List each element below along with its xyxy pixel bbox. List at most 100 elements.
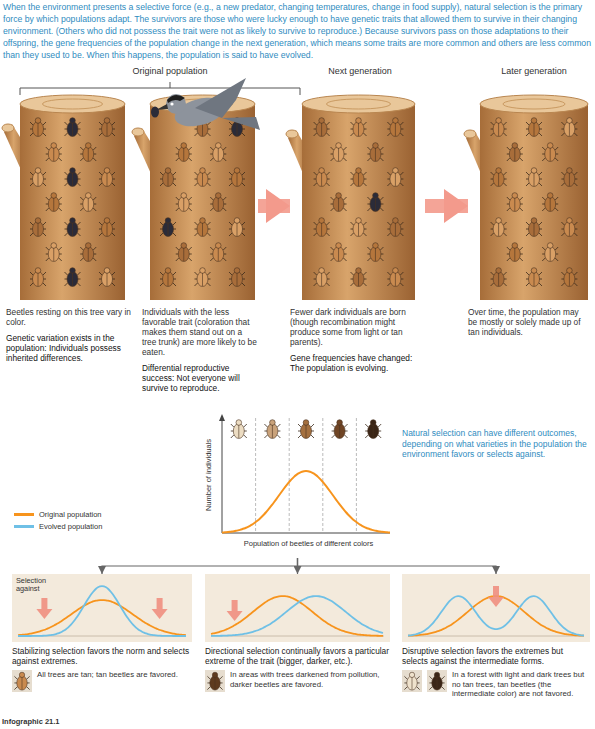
beetle-head	[35, 268, 41, 274]
beetle-wing-split	[237, 123, 238, 136]
beetle-legs	[231, 424, 247, 438]
beetle-wing-split	[358, 223, 359, 236]
beetle	[229, 268, 245, 287]
beetle-legs	[387, 272, 403, 286]
beetle-legs	[387, 122, 403, 136]
key-concept: Gene frequencies have changed: The popul…	[290, 354, 425, 374]
beetle-legs	[176, 147, 192, 161]
beetle	[99, 268, 115, 287]
beetle-body	[333, 147, 344, 162]
bird-eye	[170, 102, 173, 105]
beetle-legs	[526, 272, 542, 286]
trunk	[480, 104, 588, 300]
beetle-wing-split	[202, 223, 203, 236]
branch-cut	[132, 128, 144, 136]
intro-paragraph: When the environment presents a selectiv…	[3, 1, 592, 61]
caption: Over time, the population may be mostly …	[468, 308, 590, 338]
beetle-wing-split	[306, 425, 307, 438]
beetle	[351, 118, 367, 137]
beetle-head	[212, 672, 217, 677]
beetle-head	[70, 168, 76, 174]
eaten-beetle	[151, 107, 159, 118]
axis-arrow	[219, 414, 225, 421]
beetle-wing-split	[569, 273, 570, 286]
evolved-curve	[211, 596, 383, 636]
beetle-body	[232, 172, 243, 187]
beetle-body	[316, 172, 327, 187]
beetle-body	[102, 122, 113, 137]
beetle	[80, 193, 96, 212]
beetle	[387, 118, 403, 137]
beetle-body	[316, 122, 327, 137]
beetle-legs	[160, 172, 176, 186]
beetle-wing-split	[395, 123, 396, 136]
beetle-head	[70, 118, 76, 124]
beetle	[351, 218, 367, 237]
beetle-legs	[99, 222, 115, 236]
beetle-body	[545, 147, 556, 162]
beetle-head	[70, 218, 76, 224]
beetle-legs	[429, 677, 444, 690]
beetle-head	[181, 193, 187, 199]
beetle-head	[567, 168, 573, 174]
trunk	[20, 104, 125, 300]
beetle-legs	[542, 247, 558, 261]
bracket	[20, 82, 300, 95]
beetle-head	[303, 420, 309, 426]
beetle	[367, 143, 383, 162]
beetle-wing-split	[237, 273, 238, 286]
evolved-curve	[18, 586, 186, 636]
beetle-body	[33, 222, 44, 237]
beetle	[46, 193, 62, 212]
beetle-head	[51, 193, 57, 199]
outcome-arrow	[102, 558, 298, 574]
beetle-body	[564, 222, 575, 237]
example-text: In areas with trees darkened from pollut…	[230, 670, 390, 689]
beetle-legs	[30, 122, 46, 136]
beetle-body	[232, 222, 243, 237]
tree-panel: Fewer dark individuals are born (though …	[290, 96, 425, 374]
beetle-legs	[365, 424, 381, 438]
beetle-wing-split	[88, 198, 89, 211]
branch-cut	[2, 124, 14, 132]
beetle-body	[213, 197, 224, 212]
beetle-legs	[387, 172, 403, 186]
beetle-head	[356, 268, 362, 274]
beetle-legs	[542, 147, 558, 161]
beetle-wing-split	[498, 273, 499, 286]
beetle-head	[496, 218, 502, 224]
beetle-legs	[351, 122, 367, 136]
beetle-legs	[507, 197, 523, 211]
beetle-body	[493, 122, 504, 137]
beetle-body	[178, 247, 189, 262]
swatch-ground	[12, 670, 32, 692]
beetle	[491, 268, 507, 287]
beetle-head	[234, 168, 240, 174]
beetle-head	[356, 218, 362, 224]
example-text: All trees are tan; tan beetles are favor…	[37, 670, 178, 679]
beetle	[160, 268, 176, 287]
beetle	[367, 193, 383, 212]
beetle	[30, 168, 46, 187]
beetle	[30, 268, 46, 287]
beetle-head	[181, 243, 187, 249]
beetle	[46, 143, 62, 162]
beetle-wing-split	[358, 173, 359, 186]
beetle-body	[529, 222, 540, 237]
beetle-head	[234, 268, 240, 274]
beetle-legs	[65, 172, 81, 186]
beetle-body	[316, 272, 327, 287]
beetle	[195, 218, 211, 237]
legend-swatch	[14, 525, 34, 528]
text-block: Number of individuals	[204, 439, 213, 511]
beetle-body	[390, 122, 401, 137]
selection-panel: Disruptive selection favors the extremes…	[402, 574, 590, 698]
beetle-legs	[30, 222, 46, 236]
beetle-legs	[314, 222, 330, 236]
generation-heading: Original population	[100, 66, 240, 76]
beetle	[526, 118, 542, 137]
beetle	[160, 218, 176, 237]
beetle	[365, 420, 381, 439]
beetle-body	[390, 172, 401, 187]
beetle-wing-split	[238, 425, 239, 438]
